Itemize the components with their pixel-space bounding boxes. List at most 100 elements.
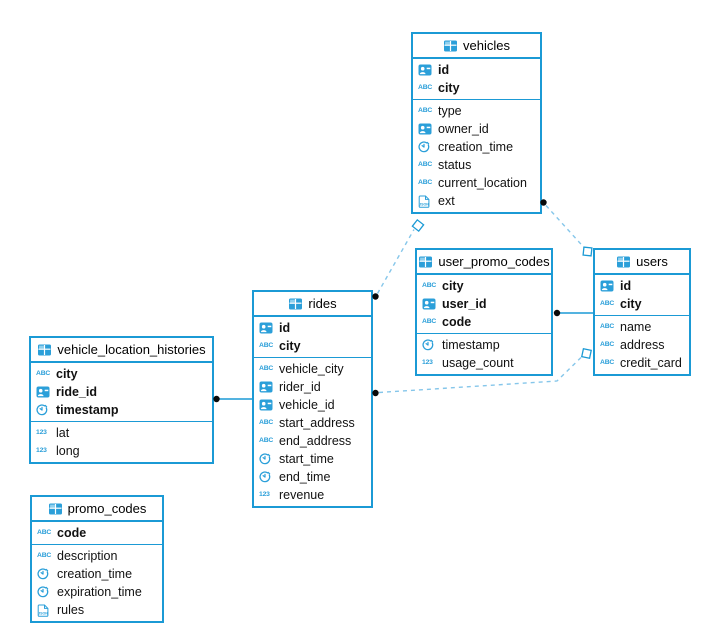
column-name: id bbox=[438, 62, 450, 77]
column-row[interactable]: ABC credit_card bbox=[595, 354, 689, 372]
column-row[interactable]: expiration_time bbox=[32, 583, 162, 601]
column-row[interactable]: ABC end_address bbox=[254, 432, 371, 450]
relation-dot bbox=[372, 389, 379, 397]
text-type-icon: ABC bbox=[259, 341, 274, 349]
column-name: city bbox=[279, 338, 301, 353]
text-type-icon: ABC bbox=[600, 340, 615, 348]
column-row[interactable]: 123 long bbox=[31, 442, 212, 460]
column-row[interactable]: ABC type bbox=[413, 102, 540, 120]
column-row[interactable]: ABC current_location bbox=[413, 174, 540, 192]
id-icon bbox=[259, 399, 275, 411]
column-row[interactable]: ABC start_address bbox=[254, 414, 371, 432]
column-name: name bbox=[620, 319, 652, 334]
column-row[interactable]: ABC address bbox=[595, 336, 689, 354]
table-users-header[interactable]: users bbox=[595, 250, 689, 275]
column-row[interactable]: rules bbox=[32, 601, 162, 619]
column-name: rider_id bbox=[279, 379, 321, 394]
column-name: creation_time bbox=[438, 139, 514, 154]
column-row[interactable]: timestamp bbox=[417, 336, 551, 354]
column-name: timestamp bbox=[56, 402, 119, 417]
table-icon bbox=[418, 256, 433, 268]
column-row[interactable]: ABC city bbox=[413, 79, 540, 97]
column-row[interactable]: vehicle_id bbox=[254, 396, 371, 414]
text-type-icon: ABC bbox=[600, 299, 615, 307]
column-row[interactable]: ABC name bbox=[595, 318, 689, 336]
column-row[interactable]: 123 usage_count bbox=[417, 354, 551, 372]
id-icon bbox=[418, 123, 434, 135]
column-name: rules bbox=[57, 602, 85, 617]
column-row[interactable]: ABC status bbox=[413, 156, 540, 174]
column-name: timestamp bbox=[442, 337, 500, 352]
column-row[interactable]: 123 lat bbox=[31, 424, 212, 442]
column-name: type bbox=[438, 103, 462, 118]
table-user-promo-codes[interactable]: user_promo_codes ABC city user_id ABC co… bbox=[415, 248, 553, 376]
column-name: credit_card bbox=[620, 355, 682, 370]
number-type-icon: 123 bbox=[36, 428, 47, 436]
text-type-icon: ABC bbox=[418, 106, 433, 114]
table-rides[interactable]: rides id ABC city ABC vehicle_city rider… bbox=[252, 290, 373, 508]
column-name: expiration_time bbox=[57, 584, 142, 599]
column-row[interactable]: ext bbox=[413, 192, 540, 210]
column-row[interactable]: start_time bbox=[254, 450, 371, 468]
column-row[interactable]: id bbox=[254, 319, 371, 337]
number-type-icon: 123 bbox=[422, 358, 433, 366]
column-name: city bbox=[620, 296, 642, 311]
column-row[interactable]: ABC city bbox=[417, 277, 551, 295]
table-title: vehicle_location_histories bbox=[57, 342, 206, 357]
column-row[interactable]: owner_id bbox=[413, 120, 540, 138]
column-row[interactable]: ABC city bbox=[31, 365, 212, 383]
column-row[interactable]: rider_id bbox=[254, 378, 371, 396]
table-rides-header[interactable]: rides bbox=[254, 292, 371, 317]
column-row[interactable]: creation_time bbox=[413, 138, 540, 156]
column-name: status bbox=[438, 157, 472, 172]
column-name: code bbox=[57, 525, 87, 540]
text-type-icon: ABC bbox=[422, 317, 437, 325]
column-row[interactable]: end_time bbox=[254, 468, 371, 486]
column-row[interactable]: user_id bbox=[417, 295, 551, 313]
text-type-icon: ABC bbox=[259, 418, 274, 426]
table-vehicle-location-histories-header[interactable]: vehicle_location_histories bbox=[31, 338, 212, 363]
table-promo-codes-header[interactable]: promo_codes bbox=[32, 497, 162, 522]
column-row[interactable]: id bbox=[413, 61, 540, 79]
clock-icon bbox=[259, 453, 275, 465]
table-title: users bbox=[636, 254, 668, 269]
column-row[interactable]: 123 revenue bbox=[254, 486, 371, 504]
relation-user-promo-codes-users[interactable] bbox=[553, 309, 594, 317]
column-name: user_id bbox=[442, 296, 487, 311]
table-icon bbox=[616, 256, 631, 268]
text-type-icon: ABC bbox=[600, 322, 615, 330]
text-type-icon: ABC bbox=[418, 160, 433, 168]
column-name: usage_count bbox=[442, 355, 514, 370]
column-name: code bbox=[442, 314, 472, 329]
relation-square bbox=[582, 246, 593, 257]
column-row[interactable]: id bbox=[595, 277, 689, 295]
text-type-icon: ABC bbox=[600, 358, 615, 366]
column-name: end_time bbox=[279, 469, 331, 484]
number-type-icon: 123 bbox=[36, 446, 47, 454]
relation-square bbox=[580, 347, 593, 360]
table-vehicle-location-histories[interactable]: vehicle_location_histories ABC city ride… bbox=[29, 336, 214, 464]
column-name: owner_id bbox=[438, 121, 489, 136]
column-name: revenue bbox=[279, 487, 325, 502]
column-name: city bbox=[438, 80, 460, 95]
table-vehicles-header[interactable]: vehicles bbox=[413, 34, 540, 59]
column-row[interactable]: ABC code bbox=[417, 313, 551, 331]
table-promo-codes[interactable]: promo_codes ABC code ABC description cre… bbox=[30, 495, 164, 623]
table-users[interactable]: users id ABC city ABC name ABC address A… bbox=[593, 248, 691, 376]
column-row[interactable]: ABC city bbox=[254, 337, 371, 355]
column-name: lat bbox=[56, 425, 70, 440]
column-name: ride_id bbox=[56, 384, 97, 399]
column-row[interactable]: ABC description bbox=[32, 547, 162, 565]
table-vehicles[interactable]: vehicles id ABC city ABC type owner_id bbox=[411, 32, 542, 214]
id-icon bbox=[422, 298, 438, 310]
relation-dot bbox=[372, 293, 379, 300]
column-row[interactable]: ABC city bbox=[595, 295, 689, 313]
relation-vehicle-location-histories-rides[interactable] bbox=[213, 395, 253, 403]
column-row[interactable]: ride_id bbox=[31, 383, 212, 401]
column-row[interactable]: creation_time bbox=[32, 565, 162, 583]
column-row[interactable]: ABC vehicle_city bbox=[254, 360, 371, 378]
column-row[interactable]: ABC code bbox=[32, 524, 162, 542]
column-row[interactable]: timestamp bbox=[31, 401, 212, 419]
table-user-promo-codes-header[interactable]: user_promo_codes bbox=[417, 250, 551, 275]
